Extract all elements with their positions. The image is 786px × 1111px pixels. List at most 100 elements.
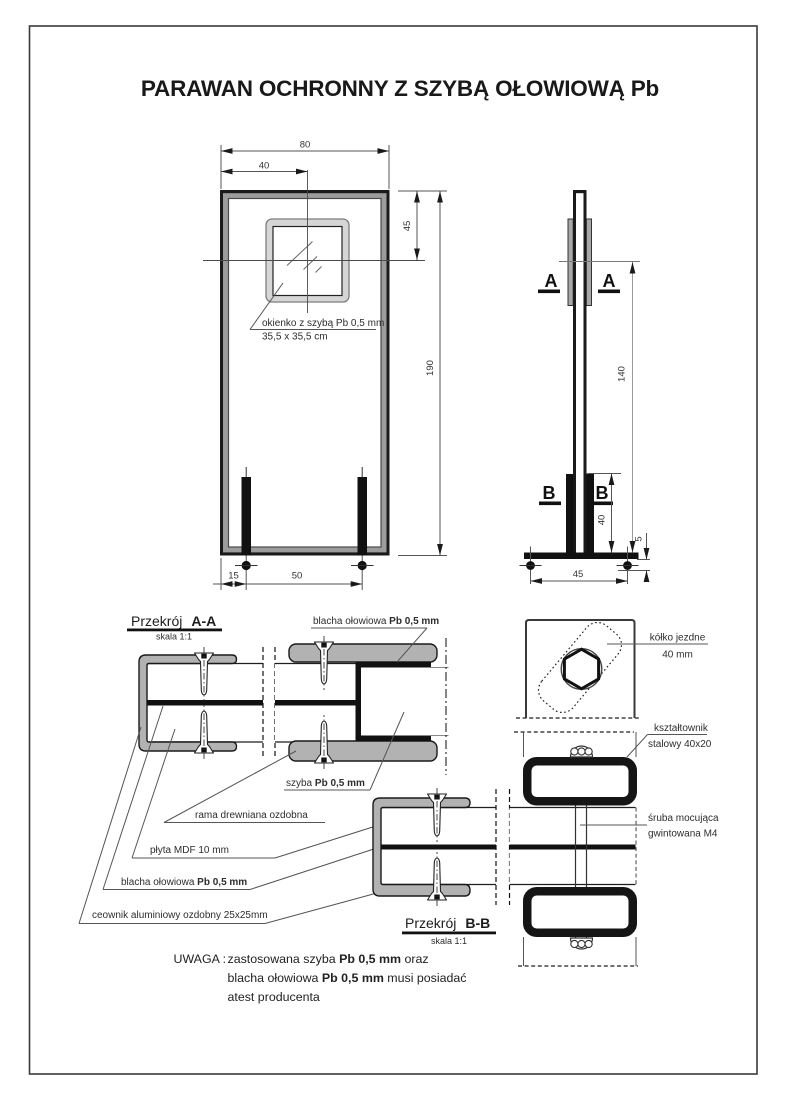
label-mdf-text: płyta MDF 10 mm	[150, 845, 229, 856]
dim-45-front: 45	[402, 191, 420, 260]
label-lead-bottom: blacha ołowiowa Pb 0,5 mm	[102, 705, 384, 890]
caster-nut-hexagon	[562, 647, 601, 691]
left-leg	[241, 477, 251, 556]
aa-glass-area	[361, 667, 449, 736]
section-bb-scale: skala 1:1	[431, 936, 467, 946]
aa-lead-wrap-bottom	[361, 735, 431, 741]
detail-bolt: kształtownik stalowy 40x20 śruba mocując…	[509, 723, 719, 967]
steel-profile-top	[523, 757, 637, 806]
bolt-lead-sheet	[509, 844, 636, 850]
window-label-line2: 35,5 x 35,5 cm	[262, 332, 328, 343]
glass-hatch-marks	[286, 241, 322, 273]
note-line2: blacha ołowiowa Pb 0,5 mm musi posiadać	[228, 971, 467, 985]
note-line3: atest producenta	[228, 990, 320, 1004]
label-glass: szyba Pb 0,5 mm	[284, 711, 405, 791]
label-bolt-line1: śruba mocująca	[648, 813, 719, 824]
side-view: A A B B 140 40	[519, 190, 650, 584]
steel-profile-bottom	[523, 887, 637, 937]
dim-80-label: 80	[300, 140, 311, 151]
label-lead-bottom-bold: Pb 0,5 mm	[197, 877, 247, 888]
dim-190-label: 190	[425, 360, 436, 376]
dim-190: 190	[398, 191, 447, 556]
label-glass-prefix: szyba	[286, 778, 315, 789]
label-glass-bold: Pb 0,5 mm	[315, 778, 365, 789]
label-lead-top-bold: Pb 0,5 mm	[389, 616, 439, 627]
dim-45-side: 45	[530, 569, 628, 584]
bb-aluminium-channel	[372, 797, 471, 897]
section-aa-heading-underline	[127, 628, 222, 632]
dim-45-front-label: 45	[402, 221, 413, 232]
aa-left-lead-sheet	[147, 700, 263, 706]
note-line2-a: blacha ołowiowa	[228, 971, 322, 985]
note: UWAGA : zastosowana szyba Pb 0,5 mm oraz…	[174, 952, 467, 1004]
side-window-strip-left	[567, 218, 574, 306]
aa-aluminium-channel	[138, 654, 238, 752]
dim-15-label: 15	[228, 571, 239, 582]
label-wood-frame: rama drewniana ozdobna	[163, 750, 325, 823]
section-aa-heading-ref: A-A	[191, 613, 216, 629]
aa-lead-wrap-top	[361, 662, 431, 668]
bolt-nut-bottom	[569, 937, 594, 950]
label-wood-frame-text: rama drewniana ozdobna	[195, 810, 308, 821]
dim-80: 80	[220, 140, 390, 189]
label-bolt-line2: gwintowana M4	[648, 829, 718, 840]
page-title: PARAWAN OCHRONNY Z SZYBĄ OŁOWIOWĄ Pb	[141, 76, 659, 101]
marker-b-left: B	[543, 483, 556, 503]
front-view: 80 40 45 190	[203, 140, 447, 590]
note-line1-c: oraz	[401, 952, 429, 966]
section-aa-scale: skala 1:1	[156, 632, 192, 642]
marker-a-right-underline	[598, 289, 620, 294]
side-window-strip-right	[585, 218, 592, 306]
bb-left-lead-sheet	[381, 844, 496, 850]
label-lead-top-prefix: blacha ołowiowa	[313, 616, 389, 627]
aa-lead-wrap-vertical	[355, 662, 361, 741]
label-caster: kółko jezdne 40 mm	[607, 633, 708, 661]
label-channel: ceownik aluminiowy ozdobny 25x25mm	[78, 726, 378, 924]
note-label: UWAGA :	[174, 952, 230, 966]
label-lead-bottom-text: blacha ołowiowa Pb 0,5 mm	[121, 877, 247, 888]
aa-right-lead-sheet	[275, 700, 356, 706]
label-glass-text: szyba Pb 0,5 mm	[286, 778, 365, 789]
label-channel-text: ceownik aluminiowy ozdobny 25x25mm	[92, 910, 268, 921]
label-caster-line1: kółko jezdne	[650, 633, 706, 644]
window-label-line1: okienko z szybą Pb 0,5 mm	[262, 318, 384, 329]
label-profile-line2: stalowy 40x20	[648, 739, 712, 750]
label-lead-bottom-prefix: blacha ołowiowa	[121, 877, 197, 888]
dim-5: 5	[618, 533, 650, 582]
dim-140: 140	[617, 262, 636, 553]
note-line2-b: Pb 0,5 mm	[322, 971, 384, 985]
caster-nut-circle	[560, 648, 603, 691]
label-caster-line2: 40 mm	[662, 650, 693, 661]
dim-50-label: 50	[292, 571, 303, 582]
label-lead-top-text: blacha ołowiowa Pb 0,5 mm	[313, 616, 439, 627]
side-upright-right	[586, 473, 594, 553]
note-line1-b: Pb 0,5 mm	[339, 952, 401, 966]
side-upright-left	[566, 474, 574, 553]
label-bolt: śruba mocująca gwintowana M4	[580, 813, 719, 840]
dim-40: 40	[221, 161, 308, 175]
section-bb-heading-underline	[402, 931, 496, 935]
marker-b-right-underline	[591, 501, 613, 506]
label-mdf: płyta MDF 10 mm	[131, 728, 399, 859]
section-aa-heading-text: Przekrój	[131, 613, 182, 629]
label-profile: kształtownik stalowy 40x20	[626, 723, 712, 758]
marker-a-left-underline	[538, 289, 560, 294]
note-line1: UWAGA : zastosowana szyba Pb 0,5 mm oraz	[174, 952, 429, 966]
dim-40-side-label: 40	[597, 515, 608, 526]
caster-outline-dotted	[537, 621, 623, 714]
marker-b-left-underline	[539, 501, 561, 506]
right-leg	[357, 477, 367, 556]
page-border	[28, 25, 758, 1075]
bolt-nut-top	[569, 745, 594, 758]
section-bb-heading-ref: B-B	[465, 915, 490, 931]
detail-caster: kółko jezdne 40 mm	[516, 619, 708, 719]
marker-a-right: A	[603, 271, 616, 291]
dim-15-50: 15 50	[213, 558, 363, 590]
dim-45-side-label: 45	[573, 569, 584, 580]
marker-a-left: A	[545, 271, 558, 291]
window-label: okienko z szybą Pb 0,5 mm 35,5 x 35,5 cm	[249, 282, 384, 343]
